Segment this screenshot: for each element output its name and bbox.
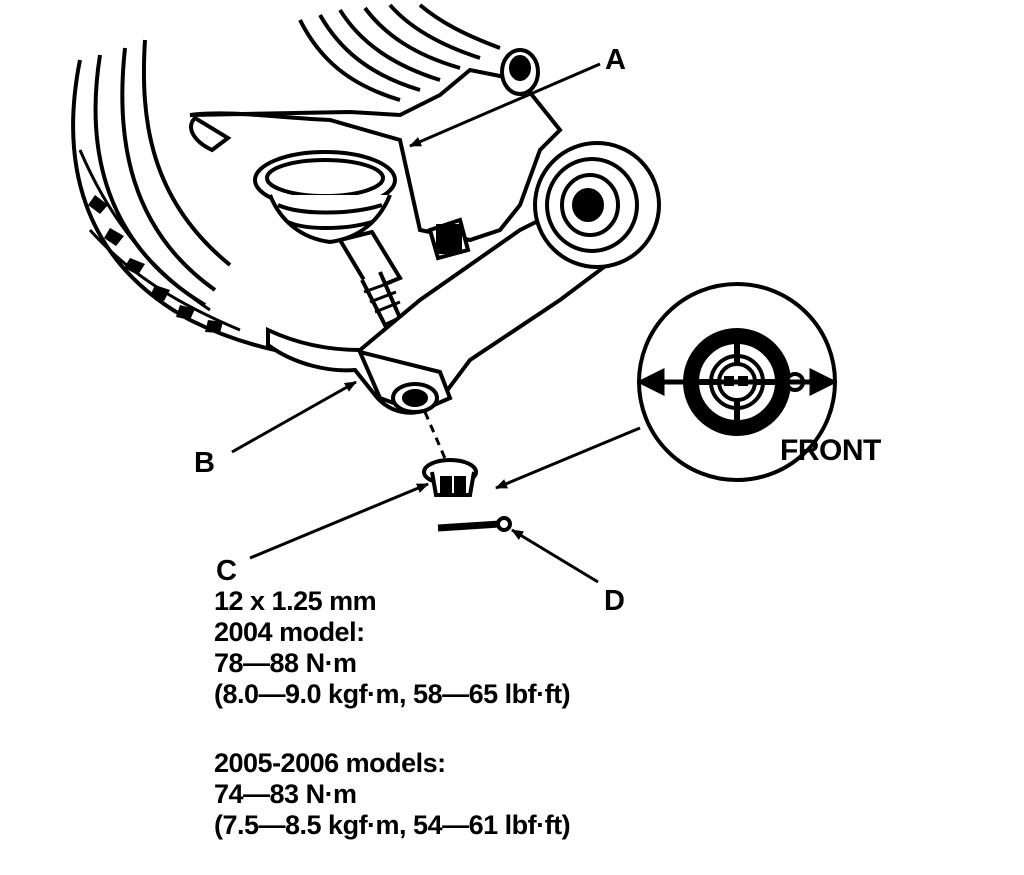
thread-size: 12 x 1.25 mm <box>214 586 377 616</box>
arm-bushing <box>533 141 661 269</box>
group2-torque-nm: 74—83 N·m <box>214 779 357 809</box>
drive-shaft-boot <box>298 3 501 102</box>
direction-arrow <box>636 367 838 397</box>
castle-nut <box>422 458 478 497</box>
ball-joint <box>253 150 403 328</box>
leader-d <box>511 528 599 584</box>
callout-d: D <box>604 585 625 617</box>
group1-label: 2004 model: <box>214 617 365 647</box>
group1-torque-alt: (8.0—9.0 kgf·m, 58—65 lbf·ft) <box>214 679 571 709</box>
leader-c <box>249 482 429 560</box>
group2-label: 2005-2006 models: <box>214 748 446 778</box>
callout-c: C <box>216 555 237 587</box>
callout-b: B <box>194 447 215 479</box>
cotter-pin <box>437 516 512 532</box>
group1-torque-nm: 78—88 N·m <box>214 648 357 678</box>
leader-a <box>409 62 601 148</box>
spec-spacer <box>214 710 570 748</box>
lower-arm <box>266 187 643 415</box>
group2-torque-alt: (7.5—8.5 kgf·m, 54—61 lbf·ft) <box>214 810 571 840</box>
bolt-guide-line <box>423 411 452 471</box>
leader-lines <box>231 62 641 584</box>
leader-b <box>231 380 357 454</box>
knuckle <box>189 48 563 261</box>
leader-detail <box>495 426 641 490</box>
callout-a: A <box>605 44 626 76</box>
front-label: FRONT <box>780 434 881 467</box>
torque-spec: 12 x 1.25 mm 2004 model: 78—88 N·m (8.0—… <box>214 586 571 841</box>
tire-tread <box>88 195 223 333</box>
